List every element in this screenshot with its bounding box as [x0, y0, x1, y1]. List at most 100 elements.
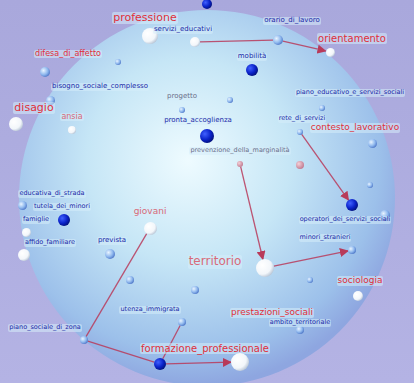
- concept-node: disagio: [9, 117, 23, 131]
- concept-node: prevista: [105, 249, 115, 259]
- concept-node: giovani: [144, 222, 157, 235]
- node-dot: [367, 182, 373, 188]
- node-dot: [190, 37, 200, 47]
- concept-node: tutela_dei_minori: [58, 214, 70, 226]
- node-dot: [246, 64, 258, 76]
- node-dot: [319, 105, 325, 111]
- node-dot: [273, 35, 283, 45]
- concept-node: affido_familiare: [18, 249, 30, 261]
- node-dot: [326, 48, 335, 57]
- node-label: orario_di_lavoro: [263, 17, 321, 25]
- node-dot: [154, 358, 166, 370]
- node-label: contesto_lavorativo: [310, 123, 400, 133]
- node-dot: [18, 249, 30, 261]
- node-dot: [178, 318, 186, 326]
- node-dot: [296, 326, 304, 334]
- concept-node: educativa_di_strada: [18, 201, 27, 210]
- relation-arrow: [200, 40, 273, 42]
- node-label: prevista: [97, 237, 127, 245]
- node-dot: [9, 117, 23, 131]
- node-dot: [200, 129, 214, 143]
- node-dot: [346, 199, 358, 211]
- node-label: orientamento: [317, 33, 387, 44]
- concept-node: piano_educativo_e_servizi_sociali: [319, 105, 325, 111]
- node-label: professione: [112, 12, 178, 24]
- node-label: piano_educativo_e_servizi_sociali: [295, 89, 405, 96]
- node-dot: [144, 222, 157, 235]
- node-dot: [115, 59, 121, 65]
- node-dot: [227, 97, 233, 103]
- node-dot: [348, 246, 356, 254]
- node-label: ambito_territoriale: [269, 319, 331, 326]
- node-label: formazione_professionale: [140, 343, 270, 354]
- concept-node: contesto_lavorativo: [368, 139, 377, 148]
- node-label: famiglie: [22, 216, 50, 223]
- node-dot: [256, 259, 274, 277]
- concept-node: orientamento: [326, 48, 335, 57]
- node-dot: [68, 126, 76, 134]
- node-dot: [126, 276, 134, 284]
- node-dot: [80, 336, 88, 344]
- relation-arrow: [302, 134, 349, 200]
- concept-node: ambito_territoriale: [231, 353, 249, 371]
- node-label: piano_sociale_di_zona: [8, 324, 82, 331]
- node-label: mobilità: [237, 53, 267, 61]
- node-dot: [237, 161, 243, 167]
- node-dot: [40, 67, 50, 77]
- concept-node: rete_di_servizi: [297, 129, 303, 135]
- relation-arrow: [86, 234, 147, 337]
- node-label: bisogno_sociale_complesso: [51, 83, 149, 91]
- node-dot: [368, 139, 377, 148]
- node-dot: [296, 161, 304, 169]
- node-label: disagio: [13, 102, 54, 114]
- concept-node: ansia: [68, 126, 76, 134]
- concept-node: operatori_dei_servizi_sociali: [346, 199, 358, 211]
- node-label: minori_stranieri: [299, 234, 352, 241]
- node-label: pronta_accoglienza: [163, 117, 233, 125]
- node-label: rete_di_servizi: [278, 115, 326, 122]
- concept-node: orario_di_lavoro: [273, 35, 283, 45]
- relation-arrow: [241, 167, 263, 259]
- node-label: prestazioni_sociali: [230, 308, 314, 318]
- node-dot: [231, 353, 249, 371]
- concept-node: prestazioni_sociali: [296, 326, 304, 334]
- node-dot: [307, 277, 313, 283]
- concept-node: pronta_accoglienza: [200, 129, 214, 143]
- node-dot: [179, 107, 185, 113]
- node-dot: [22, 228, 31, 237]
- node-label: affido_familiare: [24, 239, 76, 246]
- node-label: servizi_educativi: [153, 26, 213, 34]
- node-label: tutela_dei_minori: [33, 203, 91, 210]
- node-label: prevenzione_della_marginalità: [189, 147, 290, 154]
- concept-node: utenza_immigrata: [178, 318, 186, 326]
- concept-node: prevenzione_della_marginalità: [237, 161, 243, 167]
- node-label: operatori_dei_servizi_sociali: [299, 216, 392, 223]
- concept-node: minori_stranieri: [348, 246, 356, 254]
- concept-node: difesa_di_affetto: [40, 67, 50, 77]
- concept-node: territorio: [256, 259, 274, 277]
- node-label: educativa_di_strada: [18, 190, 85, 197]
- concept-node: famiglie: [22, 228, 31, 237]
- node-dot: [18, 201, 27, 210]
- node-dot: [353, 291, 363, 301]
- concept-node: sociologia: [353, 291, 363, 301]
- relation-arrow: [274, 251, 348, 266]
- node-label: ansia: [60, 113, 83, 122]
- node-dot: [202, 0, 212, 9]
- node-label: giovani: [133, 207, 168, 217]
- concept-node: piano_sociale_di_zona: [80, 336, 88, 344]
- concept-node: progetto: [179, 107, 185, 113]
- node-dot: [105, 249, 115, 259]
- node-label: difesa_di_affetto: [34, 50, 102, 59]
- node-label: utenza_immigrata: [119, 306, 180, 313]
- node-label: progetto: [166, 93, 198, 101]
- concept-node: mobilità: [246, 64, 258, 76]
- node-label: territorio: [188, 255, 243, 268]
- node-dot: [58, 214, 70, 226]
- relation-arrow: [166, 362, 231, 364]
- node-label: sociologia: [337, 276, 384, 286]
- concept-node: formazione_professionale: [154, 358, 166, 370]
- node-dot: [297, 129, 303, 135]
- node-dot: [191, 286, 199, 294]
- concept-node: servizi_educativi: [190, 37, 200, 47]
